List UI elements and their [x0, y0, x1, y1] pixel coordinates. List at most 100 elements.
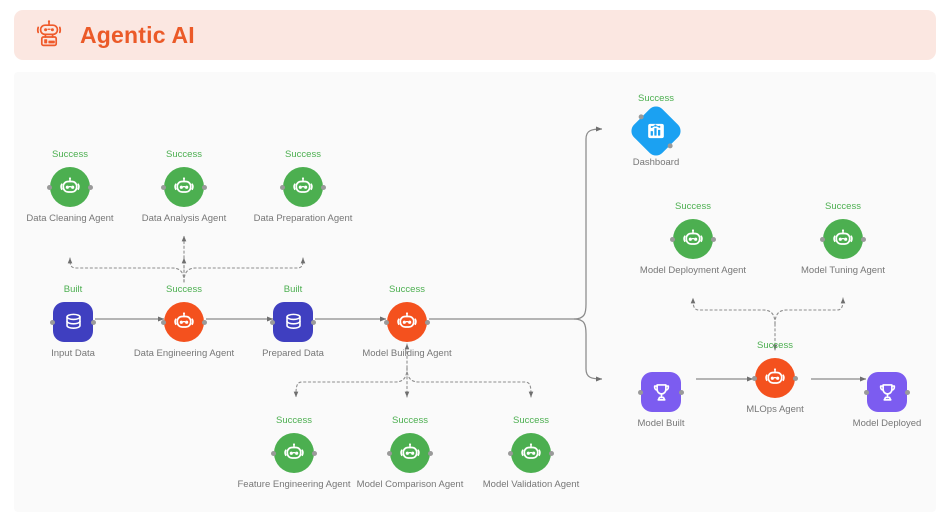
port-right[interactable] [88, 184, 93, 190]
robot-icon[interactable] [161, 167, 207, 207]
database-icon[interactable] [270, 302, 316, 342]
node-shape-wrap [124, 166, 244, 208]
port-right[interactable] [666, 141, 675, 150]
port-right[interactable] [425, 319, 430, 325]
node-label: Model Deployed [852, 418, 922, 429]
port-left[interactable] [50, 319, 55, 325]
status-badge: Built [63, 284, 83, 295]
port-right[interactable] [679, 389, 684, 395]
app-header: Agentic AI [14, 10, 936, 60]
node-shape-wrap [827, 371, 936, 413]
port-left[interactable] [161, 319, 166, 325]
port-right[interactable] [321, 184, 326, 190]
node-shape-wrap [601, 371, 721, 413]
port-left[interactable] [820, 236, 825, 242]
node-label: Model Deployment Agent [639, 265, 747, 276]
node-shape-wrap [350, 432, 470, 474]
robot-icon[interactable] [271, 433, 317, 473]
node-shape-wrap [471, 432, 591, 474]
node-shape-wrap [233, 301, 353, 343]
node-shape-wrap [783, 218, 903, 260]
node-model-deployed[interactable]: .Model Deployed [827, 355, 936, 430]
port-left[interactable] [384, 319, 389, 325]
status-badge: Success [166, 284, 202, 295]
status-badge: Success [757, 340, 793, 351]
node-shape-wrap [124, 301, 244, 343]
port-right[interactable] [549, 450, 554, 456]
port-left[interactable] [280, 184, 285, 190]
robot-icon[interactable] [387, 433, 433, 473]
port-right[interactable] [793, 375, 798, 381]
status-badge: Success [389, 284, 425, 295]
node-label: Model Built [637, 418, 685, 429]
port-left[interactable] [638, 389, 643, 395]
port-right[interactable] [711, 236, 716, 242]
port-left[interactable] [508, 450, 513, 456]
robot-icon[interactable] [384, 302, 430, 342]
port-left[interactable] [864, 389, 869, 395]
robot-icon[interactable] [508, 433, 554, 473]
port-left[interactable] [637, 112, 646, 121]
port-left[interactable] [161, 184, 166, 190]
status-badge: Success [392, 415, 428, 426]
trophy-icon[interactable] [864, 372, 910, 412]
node-label: Model Comparison Agent [356, 479, 464, 490]
node-shape-wrap [234, 432, 354, 474]
node-label: Dashboard [632, 157, 680, 168]
node-label: Data Cleaning Agent [26, 213, 114, 224]
node-shape-wrap [347, 301, 467, 343]
port-left[interactable] [752, 375, 757, 381]
robot-icon[interactable] [161, 302, 207, 342]
node-label: Input Data [51, 348, 95, 359]
port-right[interactable] [428, 450, 433, 456]
port-right[interactable] [905, 389, 910, 395]
robot-icon [32, 18, 66, 52]
port-right[interactable] [202, 184, 207, 190]
status-badge: Success [825, 201, 861, 212]
port-left[interactable] [270, 319, 275, 325]
port-left[interactable] [670, 236, 675, 242]
trophy-icon[interactable] [638, 372, 684, 412]
robot-icon[interactable] [670, 219, 716, 259]
robot-icon[interactable] [752, 358, 798, 398]
port-left[interactable] [387, 450, 392, 456]
node-label: Data Engineering Agent [133, 348, 235, 359]
node-shape-wrap [243, 166, 363, 208]
status-badge: Success [52, 149, 88, 160]
port-left[interactable] [47, 184, 52, 190]
port-right[interactable] [312, 450, 317, 456]
robot-icon[interactable] [280, 167, 326, 207]
node-shape-wrap [14, 301, 133, 343]
port-right[interactable] [311, 319, 316, 325]
chart-icon[interactable] [627, 102, 685, 160]
database-icon[interactable] [50, 302, 96, 342]
node-label: MLOps Agent [746, 404, 804, 415]
node-label: Model Building Agent [362, 348, 452, 359]
status-badge: Success [285, 149, 321, 160]
node-label: Model Validation Agent [482, 479, 580, 490]
port-right[interactable] [91, 319, 96, 325]
port-right[interactable] [202, 319, 207, 325]
port-left[interactable] [271, 450, 276, 456]
status-badge: Built [283, 284, 303, 295]
robot-icon[interactable] [47, 167, 93, 207]
node-model-built[interactable]: .Model Built [601, 355, 721, 430]
status-badge: Success [276, 415, 312, 426]
robot-icon[interactable] [820, 219, 866, 259]
port-right[interactable] [861, 236, 866, 242]
